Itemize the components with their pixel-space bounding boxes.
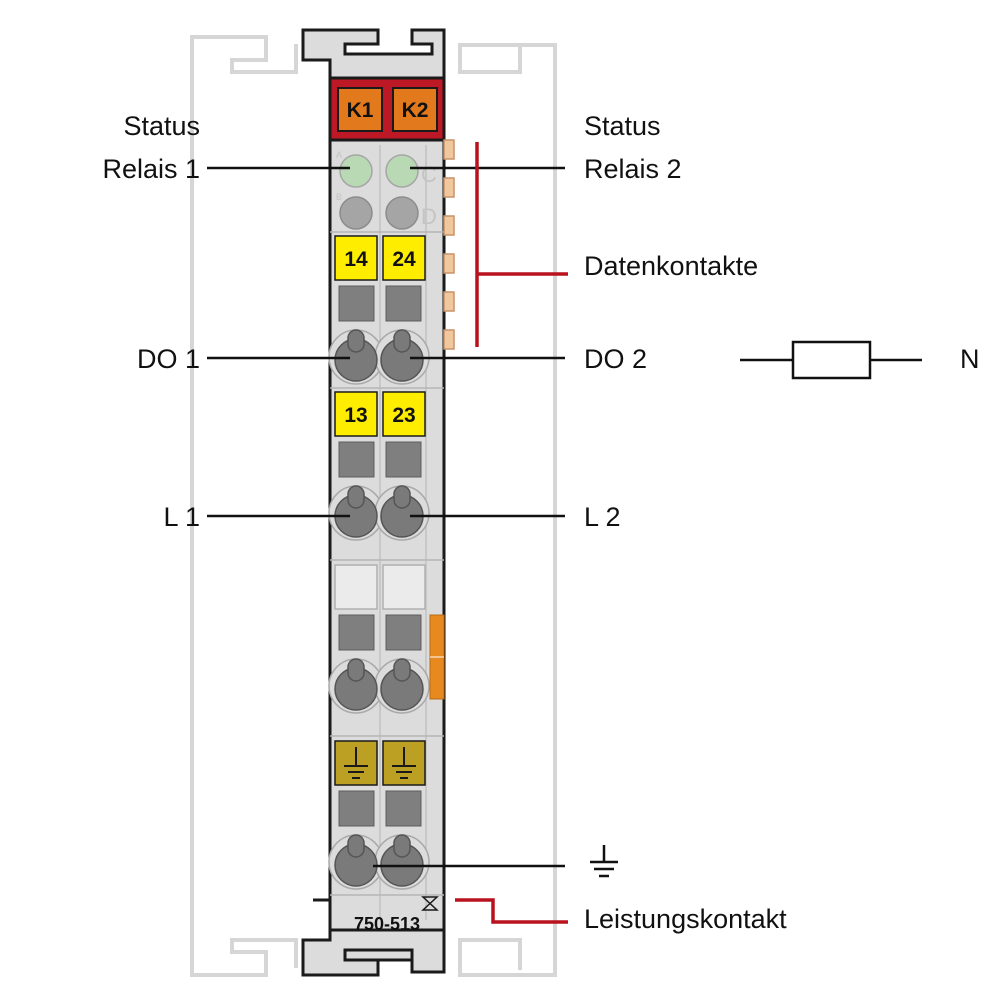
- ground-icon: [590, 845, 618, 878]
- mark-icon: [421, 896, 439, 911]
- label-l1: L 1: [163, 502, 200, 532]
- terminal-23-label: [382, 391, 426, 437]
- red-leaders: [455, 142, 568, 924]
- terminal-block-blank: [328, 564, 445, 714]
- load-resistor-icon: [791, 340, 872, 380]
- relay-k1-label: K1: [347, 99, 374, 122]
- label-power-contact: Leistungskontakt: [584, 904, 787, 934]
- relay-header: K1 K2: [328, 76, 446, 142]
- relay-k2-label: K2: [402, 99, 429, 122]
- led-letter-c: C: [421, 162, 437, 187]
- led-letter-a: A: [336, 150, 342, 160]
- terminal-block-ground: [328, 740, 430, 890]
- load-symbol: [740, 340, 922, 380]
- terminal-13-label: [334, 391, 378, 437]
- status-leds: A B C D: [336, 150, 437, 230]
- led-relay1-status: [339, 154, 373, 188]
- label-l2: L 2: [584, 502, 621, 532]
- terminal-14-label: [334, 235, 378, 281]
- label-relay2: Relais 2: [584, 154, 682, 184]
- label-do1: DO 1: [137, 344, 200, 374]
- terminal-24-text: 24: [392, 248, 416, 271]
- terminal-23-text: 23: [392, 404, 415, 427]
- led-letter-b: B: [336, 192, 342, 202]
- led-b: [339, 196, 373, 230]
- terminal-14-text: 14: [344, 248, 368, 271]
- led-letter-d: D: [421, 204, 437, 229]
- data-contact-pins: [443, 139, 455, 350]
- label-n: N: [960, 344, 980, 374]
- leader-lines: [207, 166, 565, 868]
- led-relay2-status: [385, 154, 419, 188]
- relay-k1-box: [337, 87, 383, 132]
- label-data-contacts: Datenkontakte: [584, 251, 758, 281]
- part-number: 750-513: [354, 914, 420, 934]
- terminal-block-l: 13 23: [328, 391, 430, 541]
- terminal-block-do: 14 24: [328, 235, 430, 385]
- led-d: [385, 196, 419, 230]
- label-relay1: Relais 1: [102, 154, 200, 184]
- label-status-right: Status: [584, 111, 661, 141]
- relay-k2-box: [392, 87, 438, 132]
- label-do2: DO 2: [584, 344, 647, 374]
- din-rail-outline: [190, 35, 557, 977]
- module-footer: 750-513: [313, 896, 439, 934]
- terminal-24-label: [382, 235, 426, 281]
- terminal-13-text: 13: [344, 404, 367, 427]
- label-status-left: Status: [123, 111, 200, 141]
